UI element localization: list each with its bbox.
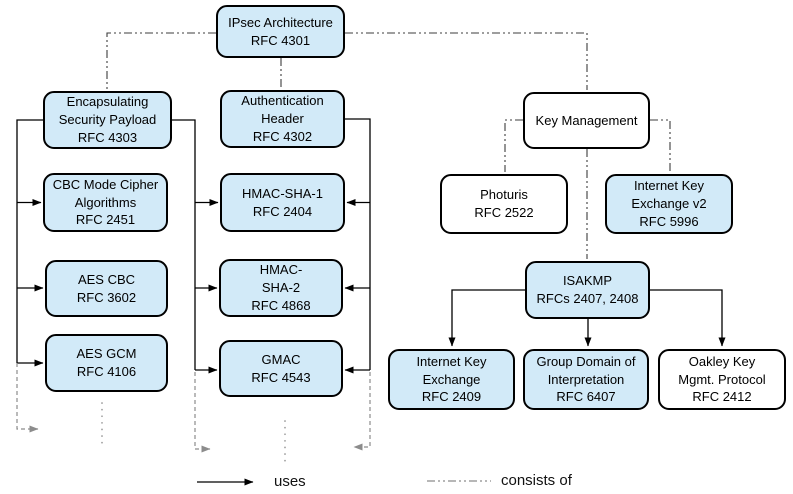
consists-of-edge-keymgmt-ikev2 [650, 119, 671, 172]
node-label: GMAC RFC 4543 [251, 351, 311, 385]
node-key-management: Key Management [523, 92, 650, 149]
node-label: Oakley Key Mgmt. Protocol RFC 2412 [678, 353, 766, 405]
node-label: IPsec Architecture RFC 4301 [228, 14, 333, 48]
consists-of-edge-ipsec-esp [106, 32, 216, 89]
uses-edges-esp-left-algorithms [16, 119, 44, 367]
node-label: HMAC-SHA-1 RFC 2404 [242, 185, 323, 219]
continuation-arrow-left-column [16, 363, 39, 433]
node-group-domain-of-interpretation: Group Domain of Interpretation RFC 6407 [523, 349, 649, 410]
node-aes-gcm: AES GCM RFC 4106 [45, 334, 168, 392]
node-label: AES CBC RFC 3602 [76, 271, 137, 305]
uses-edge-isakmp-ike [448, 289, 525, 347]
node-label: Photuris RFC 2522 [474, 187, 534, 220]
legend-consists-of-label: consists of [501, 472, 572, 489]
continuation-arrow-middle-left [194, 372, 211, 453]
node-isakmp: ISAKMP RFCs 2407, 2408 [525, 261, 650, 319]
node-label: Group Domain of Interpretation RFC 6407 [536, 353, 636, 405]
uses-edges-ah-auth-algorithms [344, 118, 371, 374]
node-hmac-sha-1: HMAC-SHA-1 RFC 2404 [220, 173, 345, 232]
node-internet-key-exchange: Internet Key Exchange RFC 2409 [388, 349, 515, 410]
node-label: Internet Key Exchange v2 RFC 5996 [631, 178, 707, 229]
node-label: AES GCM RFC 4106 [76, 346, 137, 379]
node-aes-cbc: AES CBC RFC 3602 [45, 260, 168, 317]
node-authentication-header: Authentication Header RFC 4302 [220, 90, 345, 148]
consists-of-edge-keymgmt-photuris [504, 119, 523, 172]
node-oakley-key-mgmt-protocol: Oakley Key Mgmt. Protocol RFC 2412 [658, 349, 786, 410]
node-gmac: GMAC RFC 4543 [219, 340, 343, 397]
node-label: HMAC- SHA-2 RFC 4868 [251, 262, 311, 313]
uses-edges-esp-auth-algorithms [172, 119, 219, 374]
node-label: Key Management [535, 112, 638, 128]
node-ipsec-architecture: IPsec Architecture RFC 4301 [216, 5, 345, 58]
node-internet-key-exchange-v2: Internet Key Exchange v2 RFC 5996 [605, 174, 733, 234]
node-label: Internet Key Exchange RFC 2409 [416, 353, 487, 405]
node-cbc-mode-cipher-algorithms: CBC Mode Cipher Algorithms RFC 2451 [43, 173, 168, 232]
node-hmac-sha-2: HMAC- SHA-2 RFC 4868 [219, 259, 343, 317]
legend-uses-label: uses [274, 473, 306, 490]
node-label: Encapsulating Security Payload RFC 4303 [58, 94, 157, 145]
node-label: Authentication Header RFC 4302 [241, 93, 324, 144]
consists-of-edge-ipsec-keymgmt [345, 32, 588, 90]
node-encapsulating-security-payload: Encapsulating Security Payload RFC 4303 [43, 91, 172, 149]
node-label: ISAKMP RFCs 2407, 2408 [536, 273, 639, 306]
continuation-arrow-middle-right [353, 372, 371, 451]
node-photuris: Photuris RFC 2522 [440, 174, 568, 234]
uses-edge-isakmp-oakley [650, 289, 726, 347]
node-label: CBC Mode Cipher Algorithms RFC 2451 [52, 176, 159, 228]
